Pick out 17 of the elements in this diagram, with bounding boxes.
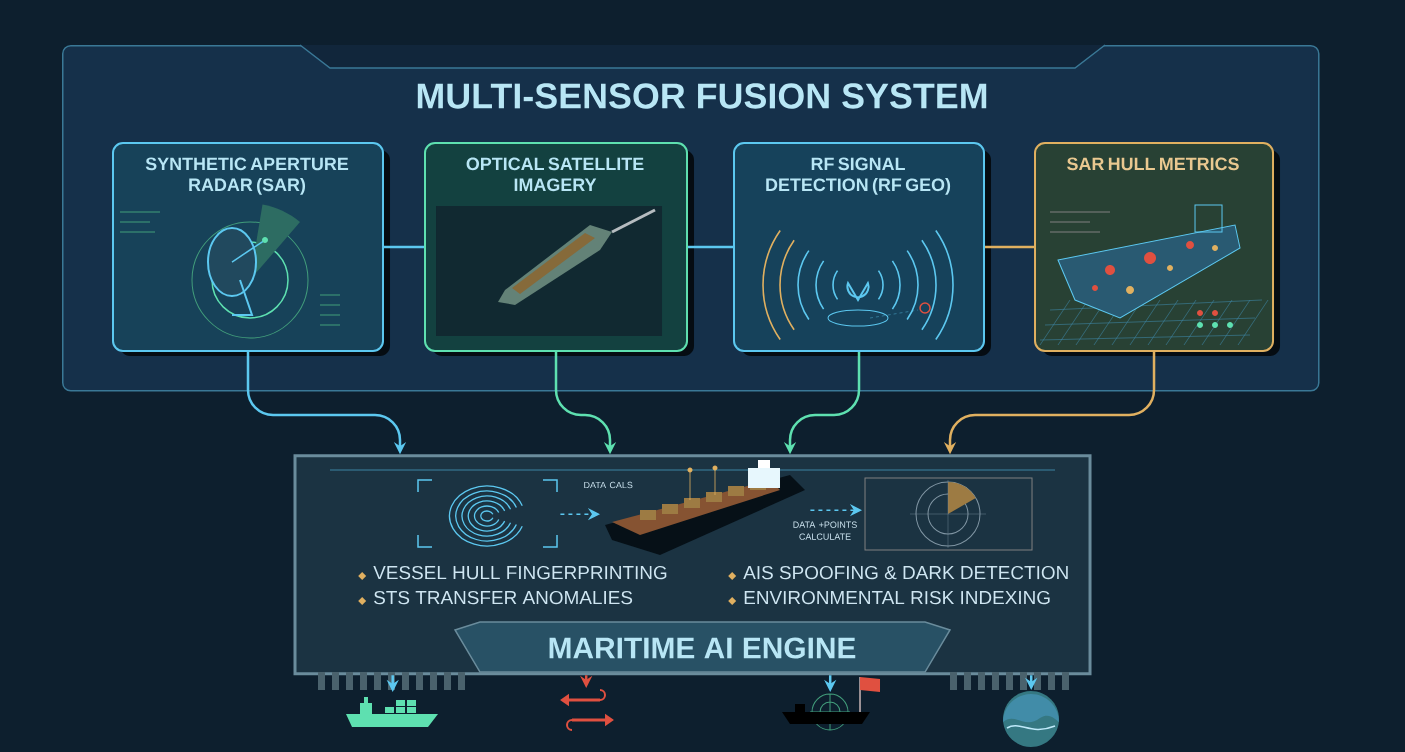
ship-radar-icon [782,676,880,731]
sensor-card: RF SIGNAL DETECTION (RF GEO) [733,142,991,356]
fingerprint-drawing [417,479,558,548]
bullet-item: VESSEL HULL FINGERPRINTING [358,565,667,581]
ocean-globe-icon [1003,691,1059,747]
sensor-card: SYNTHETIC APERTURE RADAR (SAR) [112,142,390,356]
connector-line [384,245,424,249]
bullet-item: ENVIRONMENTAL RISK INDEXING [728,590,1050,606]
data-label: DATA CALS [584,481,633,489]
swap-arrows-icon [560,689,614,731]
radar-screen-drawing [864,477,1033,551]
data-label: DATA +POINTS CALCULATE [793,521,857,540]
bullet-item: STS TRANSFER ANOMALIES [358,590,633,606]
connector-line [688,245,733,249]
cargo-ship-icon [346,697,438,727]
bullet-item: AIS SPOOFING & DARK DETECTION [728,565,1068,581]
connector-line [985,245,1034,249]
